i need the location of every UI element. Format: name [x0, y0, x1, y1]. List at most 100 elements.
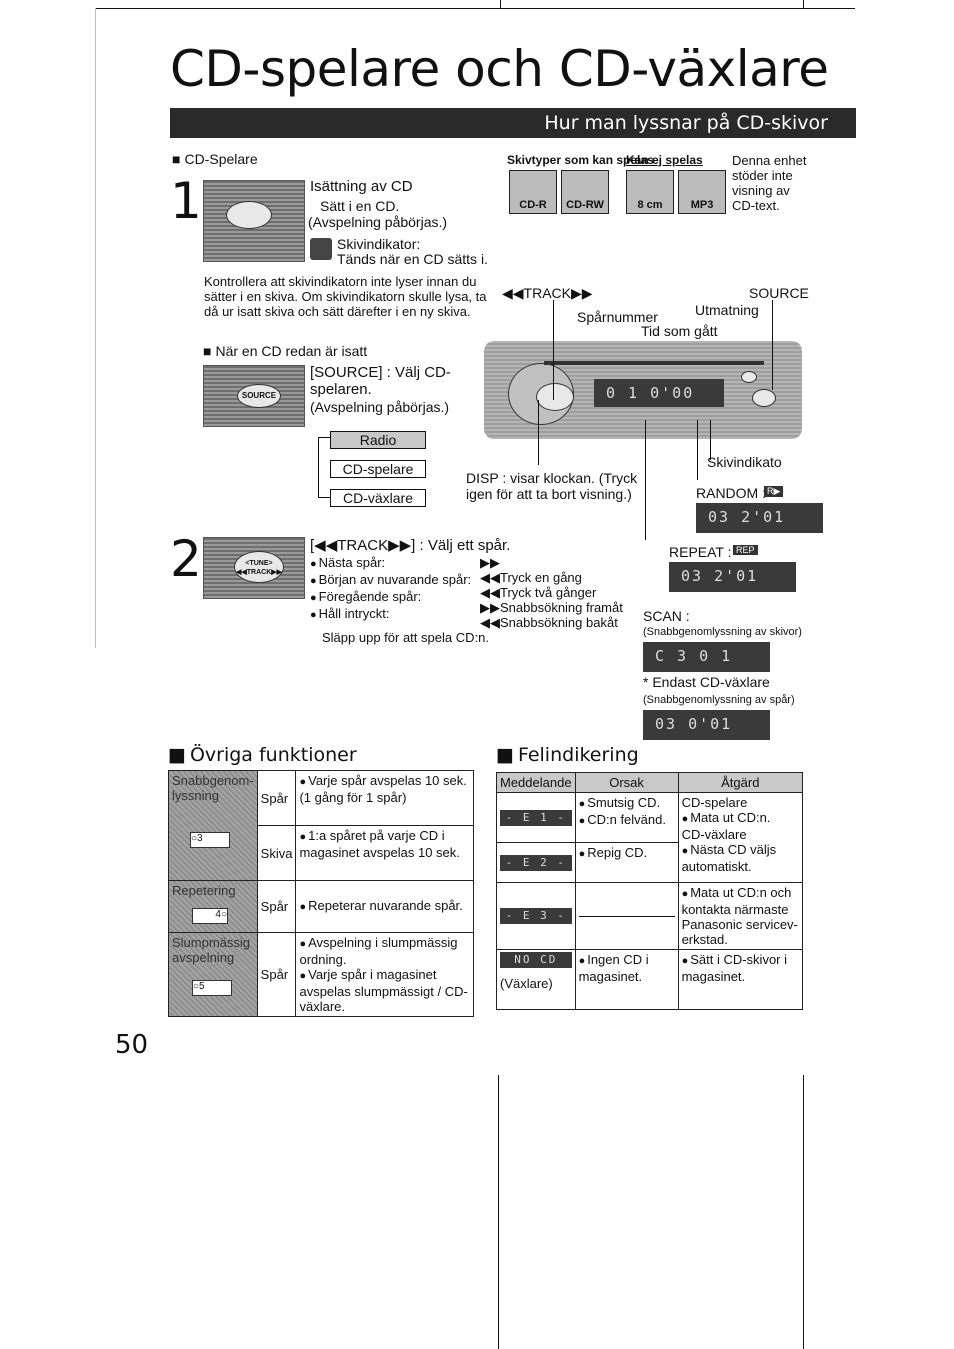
- elapsed-label: Tid som gått: [641, 323, 718, 339]
- function-desc: Varje spår avspelas 10 sek. (1 gång för …: [295, 770, 474, 826]
- random-pointer: [697, 420, 698, 480]
- error-action: Mata ut CD:n och kontakta närmaste Panas…: [677, 882, 804, 950]
- table-row: Slumpmässig avspelning Spår Avspelning i…: [168, 932, 474, 1017]
- band-title: Hur man lyssnar på CD-skivor: [544, 112, 828, 134]
- error-action: Sätt i CD-skivor i magasinet.: [677, 949, 804, 1010]
- source-button: [752, 389, 776, 407]
- error-table: Meddelande Orsak Åtgärd - E 1 - Smutsig …: [496, 772, 804, 1010]
- bottom-line-left: [498, 1075, 499, 1349]
- repeat-display-text: 03 2'01: [681, 567, 759, 585]
- insert-line2: (Avspelning påbörjas.): [308, 214, 448, 230]
- head-unit-image: 0 1 0'00: [484, 341, 802, 439]
- other-functions-heading: Övriga funktioner: [168, 744, 357, 766]
- function-desc: Repeterar nuvarande spår.: [295, 880, 474, 933]
- mp3-label: MP3: [690, 199, 714, 211]
- track-pointer: [553, 300, 554, 400]
- step-number-2: 2: [170, 530, 202, 588]
- col-action: Åtgärd: [677, 772, 804, 793]
- eject-label: Utmatning: [695, 302, 759, 318]
- track-button: [536, 383, 574, 411]
- track-title: [◀◀TRACK▶▶] : Välj ett spår.: [310, 537, 511, 554]
- random-label: RANDOM :: [696, 485, 766, 501]
- frame-tick-right: [803, 0, 804, 8]
- disc-ind-pointer: [710, 420, 711, 460]
- source-button-icon: SOURCE: [237, 384, 281, 408]
- page-number: 50: [115, 1030, 149, 1060]
- other-functions-table: Snabbgenom-lyssning Spår Varje spår avsp…: [168, 770, 474, 1017]
- error-cause: Ingen CD i magasinet.: [574, 949, 679, 1010]
- function-desc-line: Varje spår i magasinet avspelas slumpmäs…: [299, 967, 470, 1014]
- table-row: NO CD (Växlare) Ingen CD i magasinet. Sä…: [496, 949, 804, 1010]
- function-desc: 1:a spåret på varje CD i magasinet avspe…: [295, 825, 474, 881]
- error-code-cell: - E 2 -: [496, 842, 576, 883]
- step-number-1: 1: [170, 172, 202, 230]
- table-header-row: Meddelande Orsak Åtgärd: [496, 772, 804, 793]
- disp-pointer: [538, 400, 539, 465]
- repeat-display: 03 2'01: [669, 562, 796, 592]
- cd-heading: CD-Spelare: [172, 151, 258, 167]
- random-display-text: 03 2'01: [708, 508, 786, 526]
- bottom-line-right: [803, 1075, 804, 1349]
- frame-top-line: [95, 8, 855, 9]
- function-scope: Skiva: [256, 825, 297, 881]
- frame-tick: [500, 0, 501, 8]
- repeat-label: REPEAT :: [669, 544, 732, 560]
- error-code: - E 3 -: [500, 908, 572, 924]
- scan-display1: C 3 0 1: [643, 642, 770, 672]
- check-text: Kontrollera att skivindikatorn inte lyse…: [204, 274, 487, 319]
- repeat-button: 4○: [192, 908, 228, 924]
- function-name: Repetering: [168, 880, 258, 933]
- mode-cd-changer: CD-växlare: [330, 489, 426, 507]
- function-desc: Avspelning i slumpmässig ordning. Varje …: [295, 932, 474, 1017]
- eject-button: [741, 371, 757, 383]
- mode-loop-top: [318, 437, 330, 438]
- cd-disc-icon: [226, 201, 272, 229]
- col-cause: Orsak: [574, 772, 679, 793]
- table-row: - E 2 - Repig CD.: [496, 842, 803, 883]
- error-code: NO CD: [500, 952, 572, 968]
- insert-line1: Sätt i en CD.: [320, 198, 400, 214]
- track-actions: ▶▶ ◀◀Tryck en gång ◀◀Tryck två gånger ▶▶…: [480, 555, 630, 630]
- cd-heading-text: CD-Spelare: [184, 151, 258, 167]
- action-heading: CD-växlare: [681, 827, 747, 842]
- scan-sub1: (Snabbgenomlyssning av skivor): [643, 626, 802, 638]
- mode-radio: Radio: [330, 431, 426, 449]
- track-photo: <TUNE> ◀◀TRACK▶▶: [203, 537, 305, 599]
- already-heading: När en CD redan är isatt: [203, 343, 367, 359]
- 8cm-icon: 8 cm: [626, 170, 674, 214]
- frame-left-line: [95, 8, 96, 648]
- function-desc-line: Avspelning i slumpmässig ordning.: [299, 935, 470, 967]
- scan-display2: 03 0'01: [643, 710, 770, 740]
- page-title: CD-spelare och CD-växlare: [170, 40, 829, 98]
- function-name: Snabbgenom-lyssning: [168, 770, 258, 881]
- error-cause: Smutsig CD. CD:n felvänd.: [574, 792, 679, 843]
- track-row-action: ▶▶Snabbsökning framåt: [480, 600, 623, 615]
- error-code-cell: NO CD (Växlare): [496, 949, 576, 1010]
- cannot-play-label: Kan ej spelas: [626, 153, 703, 167]
- track-row-action: ◀◀Tryck två gånger: [480, 585, 597, 600]
- source-sub: (Avspelning påbörjas.): [310, 399, 450, 415]
- error-code-cell: - E 3 -: [496, 882, 576, 950]
- scan-display2-text: 03 0'01: [655, 715, 733, 733]
- cd-slot: [544, 361, 764, 365]
- disp-text: DISP : visar klockan. (Tryck igen för at…: [466, 470, 638, 502]
- track-row-action: ◀◀Snabbsökning bakåt: [480, 615, 618, 630]
- track-row-action: ▶▶: [480, 555, 500, 570]
- table-row: Snabbgenom-lyssning Spår Varje spår avsp…: [168, 770, 474, 881]
- cdrw-label: CD-RW: [566, 199, 604, 211]
- right-arrow-icon: [578, 915, 675, 917]
- mode-cd-player: CD-spelare: [330, 460, 426, 478]
- error-code: - E 1 -: [500, 809, 572, 826]
- action-line: Nästa CD väljs automatiskt.: [682, 842, 799, 874]
- error-code-cell: - E 1 -: [496, 792, 576, 843]
- random-display: 03 2'01: [696, 503, 823, 533]
- indicator-title: Skivindikator:: [337, 236, 421, 252]
- mode-loop-line: [318, 437, 319, 497]
- track-row-label: Början av nuvarande spår:: [310, 572, 480, 589]
- track-row-action: ◀◀Tryck en gång: [480, 570, 582, 585]
- release-text: Släpp upp för att spela CD:n.: [322, 630, 489, 645]
- cause-line: CD:n felvänd.: [579, 812, 675, 829]
- table-row: Skiva 1:a spåret på varje CD i magasinet…: [169, 825, 474, 881]
- main-display-text: 0 1 0'00: [606, 384, 695, 402]
- action-heading: CD-spelare: [681, 795, 748, 810]
